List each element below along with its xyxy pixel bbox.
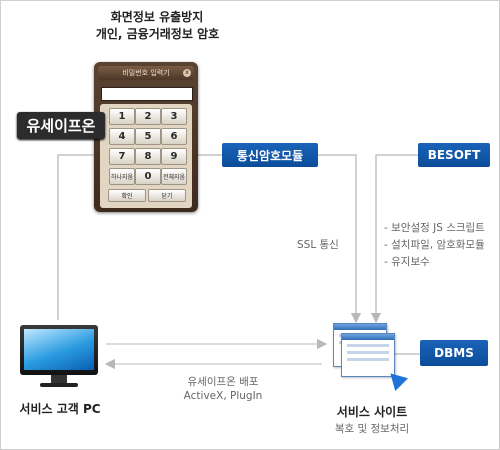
key-8: 8 <box>135 148 161 165</box>
besoft-item-2: - 설치파일, 암호화모듈 <box>384 239 485 251</box>
keypad-phone: 비밀번호 입력기 x 1 2 3 4 5 6 7 8 9 하나지움 0 전체지움… <box>94 62 198 212</box>
besoft-box: BESOFT <box>418 143 490 167</box>
key-1: 1 <box>109 108 135 125</box>
keypad-title-text: 비밀번호 입력기 <box>122 69 170 77</box>
key-5: 5 <box>135 128 161 145</box>
key-close: 닫기 <box>148 189 186 202</box>
key-9: 9 <box>161 148 187 165</box>
besoft-item-3: - 유지보수 <box>384 256 430 268</box>
distribution-label-1: 유세이프온 배포 <box>187 376 259 388</box>
key-7: 7 <box>109 148 135 165</box>
key-6: 6 <box>161 128 187 145</box>
besoft-line <box>370 154 418 324</box>
besoft-item-1: - 보안설정 JS 스크립트 <box>384 222 485 234</box>
pc-link-line <box>57 154 98 320</box>
site-sub-label: 복호 및 정보처리 <box>334 423 410 435</box>
keypad-grid: 1 2 3 4 5 6 7 8 9 하나지움 0 전체지움 확인 닫기 <box>100 104 192 208</box>
distribution-label-2: ActiveX, PlugIn <box>183 390 263 402</box>
monitor-icon <box>20 325 98 375</box>
password-field <box>101 87 193 101</box>
site-label: 서비스 사이트 <box>336 405 408 419</box>
browser-window-front <box>341 333 395 377</box>
key-3: 3 <box>161 108 187 125</box>
useipon-label: 유세이프온 <box>17 112 105 139</box>
dbms-box: DBMS <box>420 340 488 366</box>
key-clear: 하나지움 <box>109 168 135 185</box>
key-2: 2 <box>135 108 161 125</box>
key-clear-all: 전체지움 <box>161 168 187 185</box>
header-line-2: 개인, 금융거래정보 암호 <box>95 27 220 41</box>
key-0: 0 <box>135 168 161 185</box>
header-line-1: 화면정보 유출방지 <box>110 10 204 24</box>
close-icon: x <box>183 69 191 77</box>
key-4: 4 <box>109 128 135 145</box>
pc-label: 서비스 고객 PC <box>19 402 101 416</box>
comm-module-box: 통신암호모듈 <box>222 143 318 167</box>
ssl-line <box>318 154 362 324</box>
key-confirm: 확인 <box>108 189 146 202</box>
keypad-title: 비밀번호 입력기 x <box>98 66 194 80</box>
ssl-label: SSL 통신 <box>297 239 339 251</box>
